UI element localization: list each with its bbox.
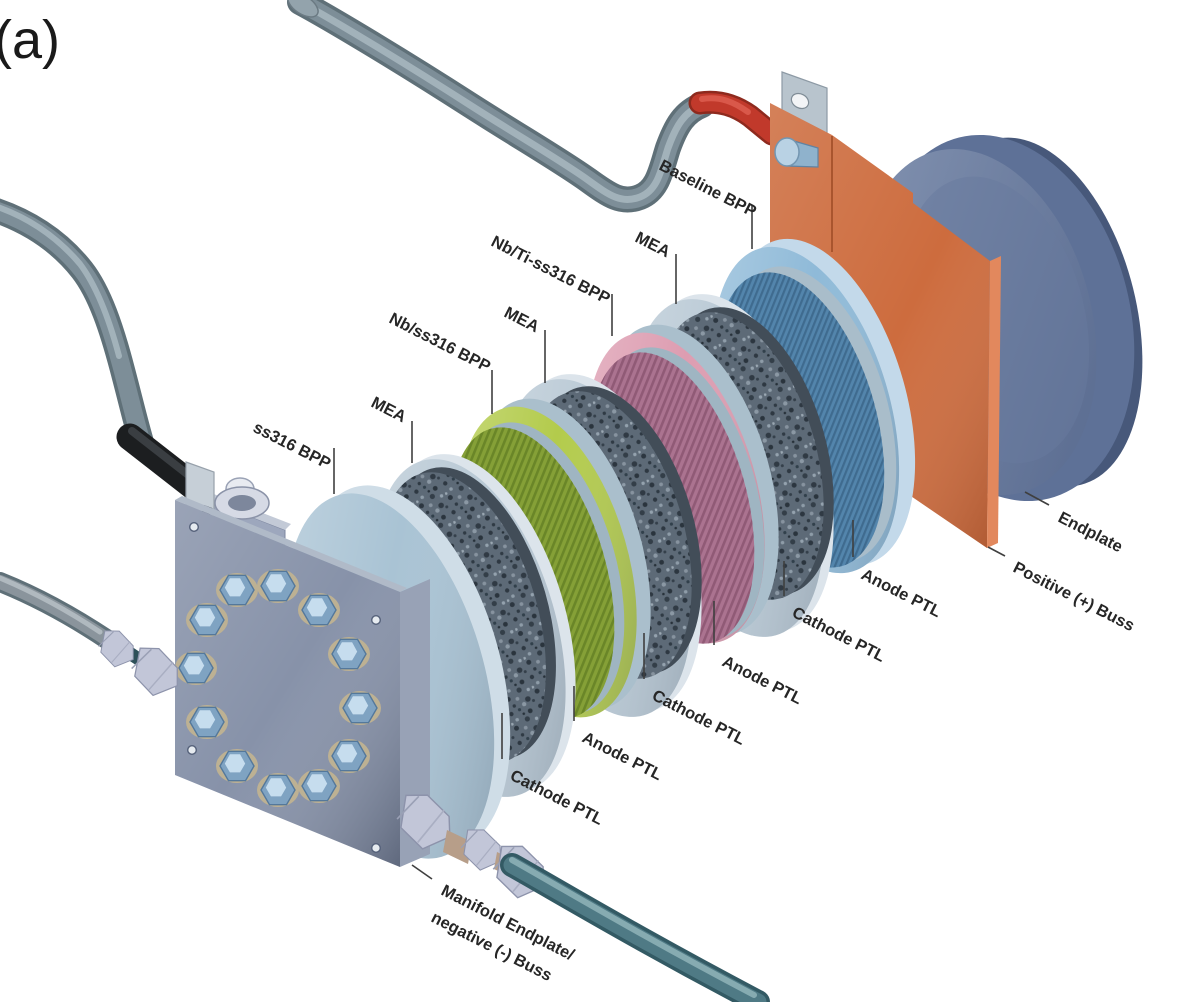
bracket-hole [790, 92, 810, 110]
label-anode-ptl-3: Anode PTL [858, 566, 944, 622]
outlet-tube-assembly [387, 785, 770, 1002]
cable-cut-end [287, 0, 319, 18]
label-cathode-ptl-2: Cathode PTL [649, 687, 748, 749]
label-baseline-bpp: Baseline BPP [656, 157, 759, 221]
teal-tube [503, 856, 767, 1002]
positive-power-cable [287, 0, 784, 213]
cable-body [290, 0, 712, 209]
label-anode-ptl-1: Anode PTL [579, 729, 665, 785]
label-mea-2: MEA [501, 304, 542, 337]
leader-lines [333, 205, 1050, 880]
label-anode-ptl-2: Anode PTL [719, 653, 805, 709]
label-cathode-ptl-3: Cathode PTL [789, 604, 888, 666]
terminal-bolt [774, 137, 819, 168]
label-mea-3: MEA [632, 229, 673, 262]
label-nb-ti-ss316-bpp: Nb/Ti-ss316 BPP [488, 233, 613, 308]
left-fitting [0, 572, 190, 705]
leader-endplate [1024, 491, 1050, 506]
label-endplate: Endplate [1055, 509, 1125, 557]
panel-label: (a) [0, 10, 60, 70]
label-mea-1: MEA [368, 394, 409, 427]
label-cathode-ptl-1: Cathode PTL [507, 767, 606, 829]
label-positive-buss: Positive (+) Buss [1010, 559, 1137, 636]
cell-stack [285, 238, 916, 859]
buss-plate-edge [987, 256, 1001, 548]
label-nb-ss316-bpp: Nb/ss316 BPP [386, 310, 493, 376]
label-ss316-bpp: ss316 BPP [250, 419, 333, 473]
negative-power-cable [0, 198, 212, 504]
leader-manifold [411, 864, 433, 880]
red-cable-sleeve [691, 93, 781, 143]
manifold-endplate [174, 461, 430, 867]
leader-positive-buss [987, 546, 1006, 557]
